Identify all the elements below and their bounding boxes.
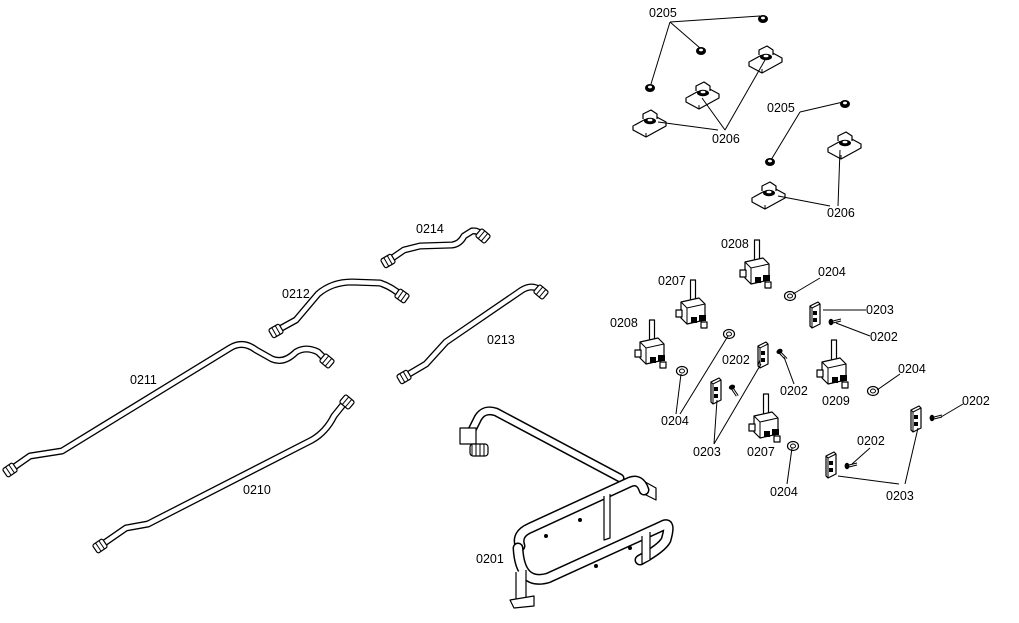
callout-0213: 0213 xyxy=(487,333,515,347)
leader-lines xyxy=(650,15,964,485)
valve-0209 xyxy=(816,339,849,389)
callout-0204-e: 0204 xyxy=(770,485,798,499)
callout-0207-upper: 0207 xyxy=(658,274,686,288)
callout-0206-top: 0206 xyxy=(712,132,740,146)
bracket-0203-c xyxy=(710,377,722,405)
callout-0202-a: 0202 xyxy=(870,330,898,344)
callout-0214: 0214 xyxy=(416,222,444,236)
bracket-0203-d xyxy=(910,405,922,433)
callout-0204-c: 0204 xyxy=(661,414,689,428)
grate-0206-d xyxy=(751,181,786,210)
washer-0204-e xyxy=(786,440,800,452)
nut-0205-e xyxy=(840,100,850,108)
nut-0205-a xyxy=(645,84,655,92)
callout-0210: 0210 xyxy=(243,483,271,497)
callout-0202-c: 0202 xyxy=(780,384,808,398)
bracket-0203-b xyxy=(757,341,769,369)
washer-0204-c xyxy=(675,365,689,377)
callout-0208-upper: 0208 xyxy=(721,237,749,251)
grate-0206-c xyxy=(748,45,783,74)
callout-0202-d: 0202 xyxy=(962,394,990,408)
callout-0203-a: 0203 xyxy=(866,303,894,317)
tube-0211 xyxy=(1,341,336,479)
callout-0208-lower: 0208 xyxy=(610,316,638,330)
tube-0214 xyxy=(379,227,492,269)
callout-0204-a: 0204 xyxy=(818,265,846,279)
tube-0210 xyxy=(91,393,356,555)
callout-0201: 0201 xyxy=(476,552,504,566)
washer-0204-b xyxy=(722,328,736,340)
washer-0204-d xyxy=(866,385,880,397)
callout-0209: 0209 xyxy=(822,394,850,408)
grate-group-right xyxy=(751,100,862,210)
callout-0203-c: 0203 xyxy=(693,445,721,459)
nut-0205-d xyxy=(765,158,775,166)
valve-0207-lower xyxy=(748,393,781,443)
callout-0203-e: 0203 xyxy=(886,489,914,503)
grate-group-top xyxy=(632,15,783,138)
screw-0202-b xyxy=(775,347,788,363)
screw-0202-d xyxy=(929,414,943,422)
callout-0211: 0211 xyxy=(130,373,157,387)
callout-0205-right: 0205 xyxy=(767,101,795,115)
bracket-0203-a xyxy=(809,301,821,329)
grate-0206-e xyxy=(827,131,862,160)
callout-0204-d: 0204 xyxy=(898,362,926,376)
bracket-0203-e xyxy=(825,451,837,479)
screw-0202-e xyxy=(844,462,858,470)
tube-0212 xyxy=(267,278,411,339)
screw-0202-c xyxy=(727,383,739,399)
manifold-frame-0201 xyxy=(459,406,674,609)
grate-0206-a xyxy=(632,109,667,138)
tube-0213 xyxy=(395,283,550,385)
callout-0212: 0212 xyxy=(282,287,310,301)
callout-0206-right: 0206 xyxy=(827,206,855,220)
callout-0202-b: 0202 xyxy=(722,353,750,367)
grate-0206-b xyxy=(685,81,720,110)
callout-0205-top: 0205 xyxy=(649,6,677,20)
valve-0208-lower xyxy=(634,319,667,369)
nut-0205-b xyxy=(696,47,706,55)
callout-0202-e: 0202 xyxy=(857,434,885,448)
callout-0207-lower: 0207 xyxy=(747,445,775,459)
washer-0204-a xyxy=(783,290,797,302)
